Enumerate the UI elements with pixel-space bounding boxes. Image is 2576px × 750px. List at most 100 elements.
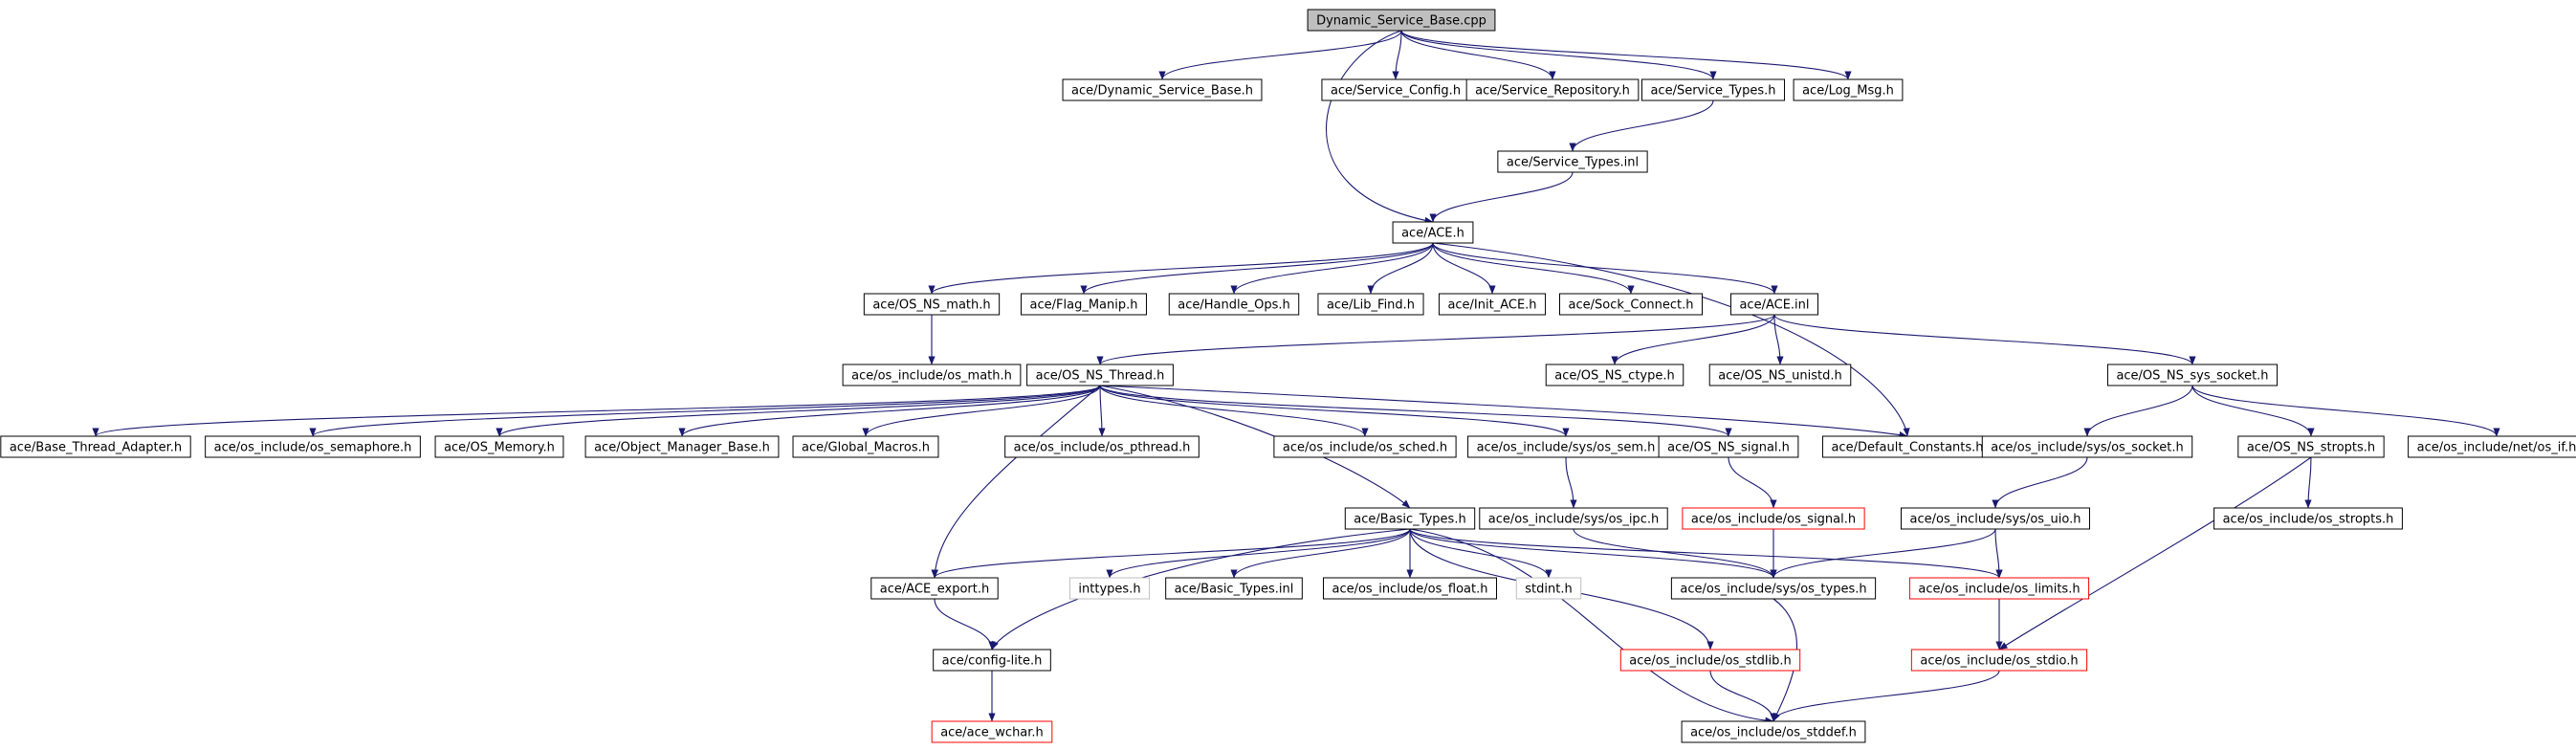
node-box [1168, 293, 1300, 316]
node-label: ace/os_include/os_semaphore.h [214, 441, 412, 455]
node-os-ns-signal[interactable]: ace/OS_NS_signal.h [1658, 435, 1799, 458]
edge-os_ns_thread-to-os_ns_signal [1099, 385, 1732, 437]
node-config-lite[interactable]: ace/config-lite.h [933, 649, 1051, 672]
node-ace-inl[interactable]: ace/ACE.inl [1729, 293, 1819, 316]
node-svc-types[interactable]: ace/Service_Types.h [1640, 78, 1786, 101]
node-os-sched[interactable]: ace/os_include/os_sched.h [1273, 435, 1457, 458]
node-os-sys-types[interactable]: ace/os_include/sys/os_types.h [1670, 577, 1877, 600]
node-box [842, 364, 1022, 386]
node-box [1559, 293, 1703, 316]
node-box [2106, 364, 2279, 386]
node-label: ace/Object_Manager_Base.h [594, 441, 770, 455]
node-svc-repo[interactable]: ace/Service_Repository.h [1465, 78, 1640, 101]
node-label: ace/Log_Msg.h [1802, 84, 1894, 99]
node-ace-export[interactable]: ace/ACE_export.h [870, 577, 999, 600]
node-ace-h[interactable]: ace/ACE.h [1392, 221, 1474, 244]
node-svc-types-inl[interactable]: ace/Service_Types.inl [1497, 150, 1648, 173]
node-log-msg[interactable]: ace/Log_Msg.h [1793, 78, 1904, 101]
node-os-semaphore[interactable]: ace/os_include/os_semaphore.h [205, 435, 421, 458]
node-label: ace/os_include/os_pthread.h [1014, 441, 1191, 455]
node-label: ace/Init_ACE.h [1447, 298, 1536, 313]
node-os-limits[interactable]: ace/os_include/os_limits.h [1908, 577, 2090, 600]
edge-os_uio-to-os_limits [1994, 528, 2003, 579]
node-label: ace/os_include/os_stddef.h [1690, 726, 1857, 740]
node-box [1273, 435, 1457, 458]
node-os-stddef[interactable]: ace/os_include/os_stddef.h [1681, 720, 1866, 743]
node-lib-find[interactable]: ace/Lib_Find.h [1317, 293, 1424, 316]
node-label: ace/os_include/os_limits.h [1918, 583, 2080, 597]
edge-os_ipc-to-os_sys_types [1573, 528, 1777, 579]
node-basic-types[interactable]: ace/Basic_Types.h [1344, 507, 1476, 530]
edge-os_ns_thread-to-object_manager_base [678, 385, 1101, 437]
node-box [1004, 435, 1200, 458]
node-ace-wchar[interactable]: ace/ace_wchar.h [931, 720, 1053, 743]
node-label: ace/Handle_Ops.h [1178, 298, 1289, 313]
node-os-stdio[interactable]: ace/os_include/os_stdio.h [1910, 649, 2088, 672]
edge-os_ns_thread-to-global_macros [862, 385, 1101, 437]
node-label: ace/os_include/os_sched.h [1283, 441, 1447, 455]
node-default-constants[interactable]: ace/Default_Constants.h [1821, 435, 1993, 458]
node-label: ace/ACE.inl [1739, 298, 1809, 313]
node-os-ns-stropts[interactable]: ace/OS_NS_stropts.h [2237, 435, 2385, 458]
node-box [205, 435, 421, 458]
node-os-net-if[interactable]: ace/os_include/net/os_if.h [2408, 435, 2576, 458]
edge-ace_h-to-flag_manip [1080, 242, 1434, 295]
node-label: stdint.h [1525, 583, 1572, 597]
edge-os_ns_thread-to-os_semaphore [309, 385, 1101, 437]
node-label: ace/Service_Types.inl [1507, 156, 1639, 170]
node-label: ace/os_include/os_stdlib.h [1629, 654, 1791, 669]
node-label: ace/os_include/sys/os_types.h [1680, 583, 1866, 597]
node-global-macros[interactable]: ace/Global_Macros.h [792, 435, 939, 458]
node-box [1465, 78, 1640, 101]
node-inttypes[interactable]: inttypes.h [1068, 577, 1151, 600]
edge-basic_types-to-os_stddef [1409, 528, 1774, 724]
edge-svc_types-to-svc_types_inl [1569, 99, 1714, 152]
node-os-float[interactable]: ace/os_include/os_float.h [1322, 577, 1498, 600]
node-os-uio[interactable]: ace/os_include/sys/os_uio.h [1901, 507, 2090, 530]
node-object-manager-base[interactable]: ace/Object_Manager_Base.h [584, 435, 780, 458]
node-flag-manip[interactable]: ace/Flag_Manip.h [1021, 293, 1147, 316]
node-os-stropts[interactable]: ace/os_include/os_stropts.h [2213, 507, 2403, 530]
node-label: ace/ACE_export.h [880, 583, 989, 597]
node-os-math[interactable]: ace/os_include/os_math.h [842, 364, 1022, 386]
node-dsb-h[interactable]: ace/Dynamic_Service_Base.h [1062, 78, 1263, 101]
node-os-ns-math[interactable]: ace/OS_NS_math.h [863, 293, 1001, 316]
node-label: ace/OS_Memory.h [444, 441, 555, 455]
edge-ace_export-to-config_lite [934, 598, 996, 651]
node-box [1901, 507, 2090, 530]
node-os-stdlib[interactable]: ace/os_include/os_stdlib.h [1619, 649, 1801, 672]
node-os-memory[interactable]: ace/OS_Memory.h [434, 435, 564, 458]
node-os-ns-ctype[interactable]: ace/OS_NS_ctype.h [1545, 364, 1684, 386]
node-label: ace/os_include/net/os_if.h [2417, 441, 2576, 455]
node-label: ace/os_include/sys/os_socket.h [1991, 441, 2183, 455]
node-os-ns-unistd[interactable]: ace/OS_NS_unistd.h [1708, 364, 1852, 386]
node-label: ace/OS_NS_unistd.h [1718, 369, 1842, 384]
node-box [931, 720, 1053, 743]
node-os-pthread[interactable]: ace/os_include/os_pthread.h [1004, 435, 1200, 458]
node-base-thread-adapter[interactable]: ace/Base_Thread_Adapter.h [0, 435, 191, 458]
node-label: inttypes.h [1078, 583, 1140, 597]
edge-os_stdlib-to-os_stddef [1709, 670, 1777, 722]
node-handle-ops[interactable]: ace/Handle_Ops.h [1168, 293, 1300, 316]
node-os-sem[interactable]: ace/os_include/sys/os_sem.h [1467, 435, 1664, 458]
node-box [1068, 577, 1151, 600]
edge-ace_h-to-init_ace [1432, 242, 1496, 295]
node-os-ipc[interactable]: ace/os_include/sys/os_ipc.h [1479, 507, 1668, 530]
node-stdint[interactable]: stdint.h [1515, 577, 1582, 600]
node-os-ns-sys-socket[interactable]: ace/OS_NS_sys_socket.h [2106, 364, 2279, 386]
node-os-ns-thread[interactable]: ace/OS_NS_Thread.h [1026, 364, 1174, 386]
node-os-sys-socket[interactable]: ace/os_include/sys/os_socket.h [1981, 435, 2193, 458]
node-box [1619, 649, 1801, 672]
nodes-layer: Dynamic_Service_Base.cpp ace/Dynamic_Serv… [0, 9, 2576, 743]
node-os-signal[interactable]: ace/os_include/os_signal.h [1682, 507, 1865, 530]
node-label: ace/OS_NS_ctype.h [1554, 369, 1675, 384]
node-basic-types-inl[interactable]: ace/Basic_Types.inl [1165, 577, 1303, 600]
node-label: ace/os_include/os_float.h [1332, 583, 1487, 597]
node-sock-connect[interactable]: ace/Sock_Connect.h [1559, 293, 1703, 316]
node-svc-config[interactable]: ace/Service_Config.h [1321, 78, 1470, 101]
node-init-ace[interactable]: ace/Init_ACE.h [1438, 293, 1547, 316]
edge-ace_h-to-ace_inl [1432, 242, 1778, 295]
node-root[interactable]: Dynamic_Service_Base.cpp [1307, 9, 1496, 32]
edge-os_ns_thread-to-base_thread_adapter [92, 385, 1101, 437]
